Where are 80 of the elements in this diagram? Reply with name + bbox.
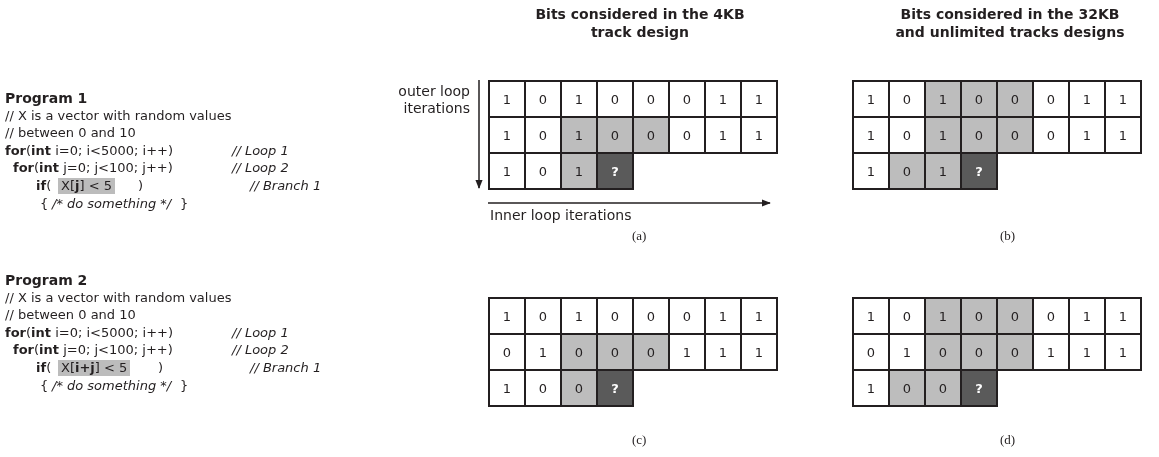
bit-cell: 1 (1104, 297, 1142, 335)
subfigure-caption: (c) (632, 432, 647, 448)
bit-cell: 0 (960, 297, 998, 335)
program-heading: Program 2 (5, 272, 88, 288)
code-comment: // X is a vector with random values (5, 107, 232, 124)
unknown-bit-cell: ? (960, 369, 998, 407)
bit-cell: 0 (960, 333, 998, 371)
bit-cell: 0 (996, 297, 1034, 335)
bit-cell: 0 (996, 333, 1034, 371)
bit-cell: 1 (740, 116, 778, 154)
bit-cell: 0 (960, 116, 998, 154)
bit-cell: 0 (888, 152, 926, 190)
code-comment: // between 0 and 10 (5, 307, 136, 324)
code-line: ) (138, 178, 144, 194)
bit-cell: 1 (740, 297, 778, 335)
bit-cell: 1 (1104, 333, 1142, 371)
unknown-bit-cell: ? (960, 152, 998, 190)
code-comment: /* do something */ (52, 377, 172, 394)
code-comment: // Loop 2 (232, 160, 289, 177)
code-comment: // Loop 1 (232, 142, 289, 159)
code-comment: // X is a vector with random values (5, 289, 232, 306)
bit-cell: 1 (1104, 80, 1142, 118)
panel-title: Bits considered in the 4KB track design (534, 5, 746, 41)
bit-cell: 1 (740, 80, 778, 118)
bit-cell: 0 (632, 333, 670, 371)
bit-cell: 0 (924, 369, 962, 407)
bit-cell: 1 (852, 80, 890, 118)
program-heading: Program 1 (5, 90, 88, 106)
bit-cell: 0 (632, 116, 670, 154)
bit-cell: 1 (488, 297, 526, 335)
bit-cell: 1 (740, 333, 778, 371)
code-line: } (180, 377, 189, 394)
code-line: if( (36, 178, 52, 194)
code-line: for(int i=0; i<5000; i++) (5, 142, 173, 159)
code-line: for(int j=0; j<100; j++) (13, 342, 173, 359)
bit-cell: 1 (852, 297, 890, 335)
highlighted-expression: X[i+j] < 5 (58, 360, 131, 376)
code-line: for(int i=0; i<5000; i++) (5, 324, 173, 341)
bit-cell: 1 (924, 297, 962, 335)
code-line: { (40, 377, 49, 394)
code-line: ) (158, 360, 164, 376)
bit-cell: 1 (1104, 116, 1142, 154)
bit-cell: 1 (852, 369, 890, 407)
code-line: if( (36, 360, 52, 376)
bit-cell: 0 (560, 333, 598, 371)
unknown-bit-cell: ? (596, 152, 634, 190)
code-line: { (40, 195, 49, 212)
bit-cell: 1 (852, 152, 890, 190)
bit-cell: 0 (924, 333, 962, 371)
bit-cell: 1 (924, 116, 962, 154)
bit-cell: 1 (488, 80, 526, 118)
bit-cell: 1 (560, 116, 598, 154)
code-comment: // Loop 2 (232, 342, 289, 359)
bit-cell: 0 (960, 80, 998, 118)
axis-label: outer loop iterations (397, 83, 470, 117)
bit-cell: 1 (924, 80, 962, 118)
bit-cell: 1 (488, 152, 526, 190)
code-line: } (180, 195, 189, 212)
bit-cell: 0 (560, 369, 598, 407)
bit-cell: 0 (596, 116, 634, 154)
subfigure-caption: (b) (1000, 228, 1016, 244)
unknown-bit-cell: ? (596, 369, 634, 407)
bit-cell: 0 (596, 333, 634, 371)
code-comment: /* do something */ (52, 195, 172, 212)
bit-cell: 0 (996, 116, 1034, 154)
subfigure-caption: (d) (1000, 432, 1016, 448)
code-comment: // between 0 and 10 (5, 125, 136, 142)
bit-cell: 0 (996, 80, 1034, 118)
highlighted-expression: X[j] < 5 (58, 178, 115, 194)
bit-cell: 0 (888, 369, 926, 407)
subfigure-caption: (a) (632, 228, 647, 244)
bit-cell: 1 (488, 369, 526, 407)
code-comment: // Loop 1 (232, 324, 289, 341)
code-line: for(int j=0; j<100; j++) (13, 160, 173, 177)
bit-cell: 1 (560, 152, 598, 190)
panel-title: Bits considered in the 32KB and unlimited tracks designs (895, 5, 1125, 41)
code-comment: // Branch 1 (250, 178, 322, 194)
bit-cell: 1 (924, 152, 962, 190)
code-comment: // Branch 1 (250, 360, 322, 376)
axis-label: Inner loop iterations (490, 207, 632, 223)
